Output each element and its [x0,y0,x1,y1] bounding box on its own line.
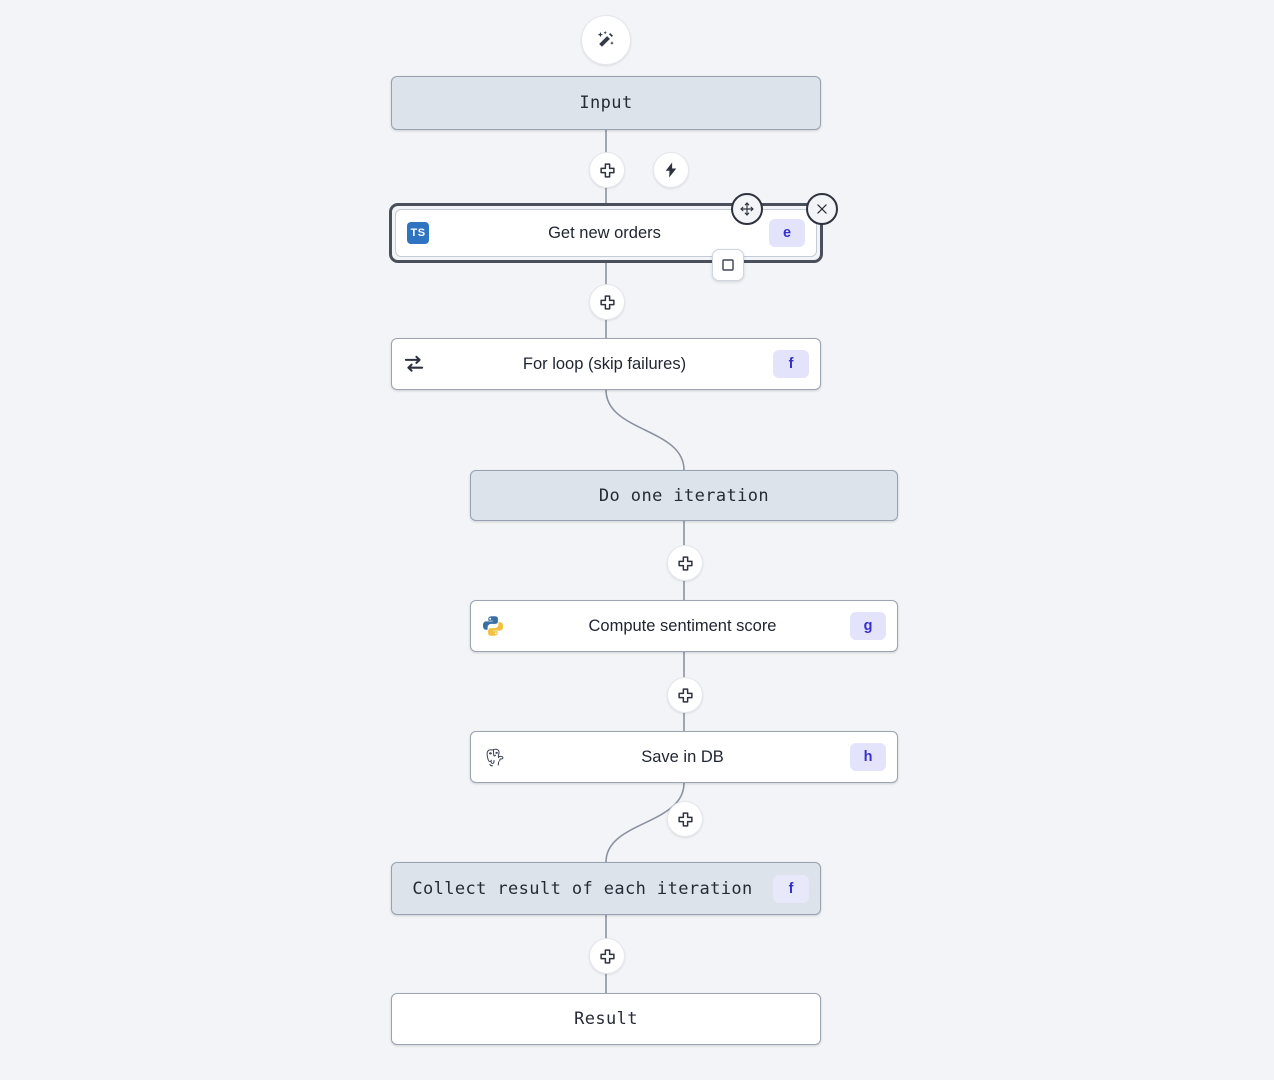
close-icon [817,204,827,214]
insert-step-button-1[interactable] [589,152,625,188]
plus-icon [677,687,693,703]
plus-icon [599,948,615,964]
insert-step-button-4[interactable] [667,677,703,713]
loop-icon [392,339,436,389]
node-save-in-db[interactable]: Save in DB h [470,731,898,783]
node-close-button[interactable] [806,193,838,225]
node-get-new-orders-badge: e [769,219,805,247]
plus-icon [677,811,693,827]
node-save-in-db-badge: h [850,743,886,771]
node-do-one-iteration[interactable]: Do one iteration [470,470,898,521]
plus-icon [677,555,693,571]
ai-assistant-button[interactable] [581,15,631,65]
plus-icon [599,294,615,310]
node-do-one-iteration-label: Do one iteration [598,485,770,506]
node-input[interactable]: Input [391,76,821,130]
insert-step-button-6[interactable] [589,938,625,974]
typescript-icon: TS [396,210,440,256]
node-save-in-db-label: Save in DB [641,747,724,766]
node-for-loop-label: For loop (skip failures) [522,354,687,373]
node-get-new-orders-label: Get new orders [548,223,661,242]
node-collect-result-label: Collect result of each iteration [412,878,753,899]
node-compute-sentiment-score-badge: g [850,612,886,640]
insert-step-button-5[interactable] [667,801,703,837]
node-result[interactable]: Result [391,993,821,1045]
insert-step-button-3[interactable] [667,545,703,581]
node-input-label: Input [579,93,633,113]
node-collect-result-badge: f [773,874,809,903]
lightning-icon [665,162,677,178]
node-compute-sentiment-score[interactable]: Compute sentiment score g [470,600,898,652]
plus-icon [599,162,615,178]
node-resize-button[interactable] [712,249,744,281]
postgresql-icon [471,732,515,782]
node-for-loop-badge: f [773,350,809,378]
node-result-label: Result [574,1009,638,1029]
move-icon [740,202,754,216]
python-icon [471,601,515,651]
edge-for-loop-to-do-one-iteration [605,389,685,471]
node-collect-result[interactable]: Collect result of each iteration f [391,862,821,915]
node-compute-sentiment-score-label: Compute sentiment score [588,616,777,635]
magic-wand-icon [597,31,614,47]
square-icon [722,259,734,271]
insert-trigger-button[interactable] [653,152,689,188]
insert-step-button-2[interactable] [589,284,625,320]
node-move-handle[interactable] [731,193,763,225]
node-for-loop[interactable]: For loop (skip failures) f [391,338,821,390]
